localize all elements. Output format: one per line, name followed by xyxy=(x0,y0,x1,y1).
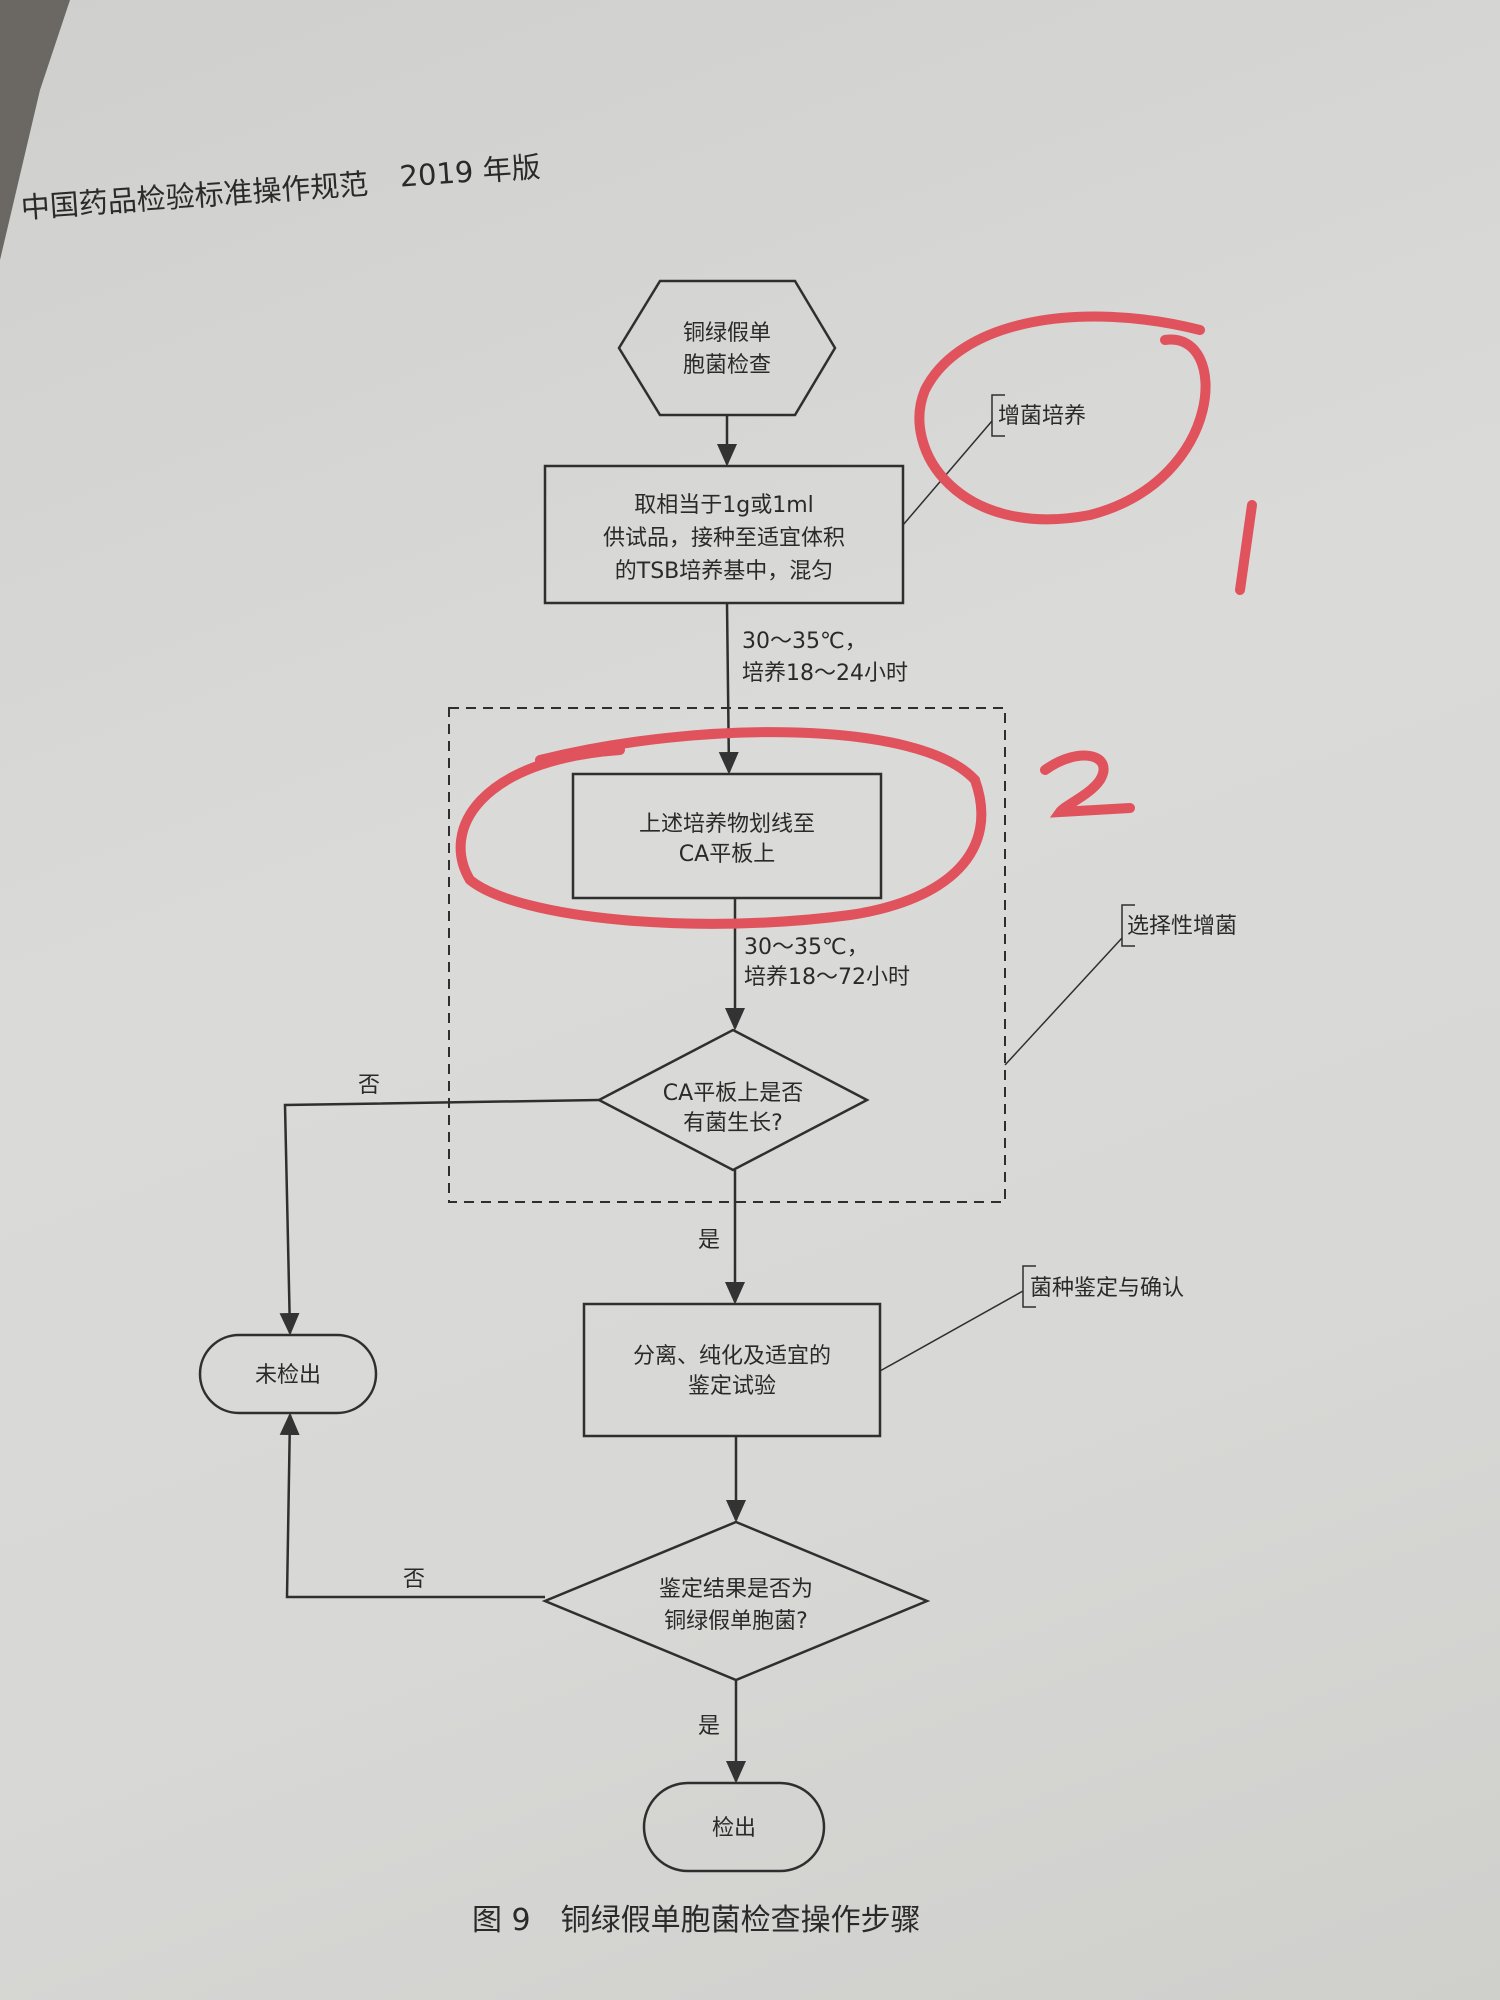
step1-line3: 的TSB培养基中，混匀 xyxy=(615,559,834,584)
step3-line2: 鉴定试验 xyxy=(688,1374,776,1399)
start-line1: 铜绿假单 xyxy=(683,321,771,346)
decision1-line2: 有菌生长? xyxy=(683,1111,783,1136)
decision1-line1: CA平板上是否 xyxy=(663,1081,803,1106)
no-label-1: 否 xyxy=(358,1073,380,1098)
detected-label: 检出 xyxy=(712,1816,756,1841)
annotation-selective: 选择性增菌 xyxy=(1127,914,1237,939)
cond2-line1: 30～35℃， xyxy=(744,935,869,960)
step3-line1: 分离、纯化及适宜的 xyxy=(633,1344,831,1369)
step1-box xyxy=(543,464,905,605)
red-circle-1 xyxy=(914,311,1211,525)
yes-label-2: 是 xyxy=(698,1714,720,1739)
detected-terminal xyxy=(642,1781,826,1873)
cond1-line1: 30～35℃， xyxy=(742,629,867,654)
yes-label-1: 是 xyxy=(698,1228,720,1253)
annotation-enrich: 增菌培养 xyxy=(998,404,1086,429)
book-edge xyxy=(0,0,70,260)
start-hexagon xyxy=(617,279,837,417)
start-line2: 胞菌检查 xyxy=(683,353,771,378)
handwritten-mark-1 xyxy=(1235,500,1257,595)
not-detected-terminal xyxy=(198,1333,378,1415)
figure-caption: 图 9 铜绿假单胞菌检查操作步骤 xyxy=(472,1903,921,1938)
annotation-identify: 菌种鉴定与确认 xyxy=(1030,1276,1184,1301)
step2-line2: CA平板上 xyxy=(679,842,775,867)
step2-line1: 上述培养物划线至 xyxy=(639,812,815,837)
selective-enrich-region xyxy=(448,707,1006,1203)
step2-box xyxy=(571,772,883,900)
step1-line2: 供试品，接种至适宜体积 xyxy=(603,526,845,551)
decision2-line2: 铜绿假单胞菌? xyxy=(664,1609,808,1634)
header-title: 中国药品检验标准操作规范 xyxy=(20,167,370,225)
step1-line1: 取相当于1g或1ml xyxy=(634,493,814,518)
step3-box xyxy=(582,1302,882,1438)
cond2-line2: 培养18～72小时 xyxy=(744,965,910,990)
decision1-diamond xyxy=(596,1028,870,1172)
red-circle-2 xyxy=(455,727,987,929)
decision2-line1: 鉴定结果是否为 xyxy=(659,1577,813,1602)
not-detected-label: 未检出 xyxy=(255,1363,321,1388)
cond1-line2: 培养18～24小时 xyxy=(742,661,908,686)
header-edition: 2019 年版 xyxy=(399,150,542,194)
no-label-2: 否 xyxy=(403,1567,425,1592)
handwritten-mark-2 xyxy=(1040,750,1135,818)
